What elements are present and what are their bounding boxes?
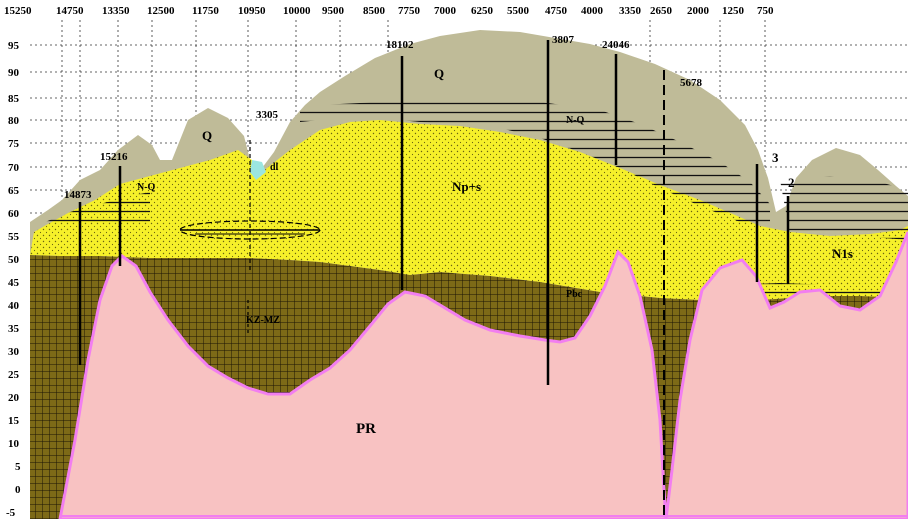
nq-hatch-right bbox=[780, 176, 908, 240]
dl-deposit-center bbox=[250, 160, 266, 180]
y-tick: 45 bbox=[8, 277, 20, 289]
y-tick: 25 bbox=[8, 369, 20, 381]
x-tick: 4750 bbox=[545, 5, 568, 17]
y-tick: 5 bbox=[15, 461, 21, 473]
x-tick: 10000 bbox=[283, 5, 311, 17]
y-tick: 30 bbox=[8, 346, 20, 358]
nq-hatch-center bbox=[300, 100, 770, 228]
y-tick: 55 bbox=[8, 231, 20, 243]
x-tick: 2650 bbox=[650, 5, 673, 17]
unit-nq-left: N-Q bbox=[137, 182, 156, 193]
x-tick: 9500 bbox=[322, 5, 345, 17]
x-tick: 11750 bbox=[192, 5, 219, 17]
y-tick: 70 bbox=[8, 162, 20, 174]
well-label-5678: 5678 bbox=[680, 77, 703, 89]
unit-q-top: Q bbox=[434, 66, 444, 81]
x-tick: 750 bbox=[757, 5, 774, 17]
pr-basement bbox=[58, 231, 908, 519]
unit-nq-right: N-Q bbox=[566, 115, 585, 126]
y-tick: 75 bbox=[8, 138, 20, 150]
well-label-14873: 14873 bbox=[64, 189, 92, 201]
unit-q-left: Q bbox=[202, 128, 212, 143]
y-tick: 15 bbox=[8, 415, 20, 427]
y-tick: 95 bbox=[8, 40, 20, 52]
y-tick: 40 bbox=[8, 300, 20, 312]
x-tick: 7750 bbox=[398, 5, 421, 17]
y-tick: 85 bbox=[8, 93, 20, 105]
y-tick: 80 bbox=[8, 115, 20, 127]
well-label-24046: 24046 bbox=[602, 39, 630, 51]
x-tick: 10950 bbox=[238, 5, 266, 17]
y-tick: 60 bbox=[8, 208, 20, 220]
well-label-3807: 3807 bbox=[552, 34, 575, 46]
x-tick: 12500 bbox=[147, 5, 175, 17]
unit-kzmz: KZ-MZ bbox=[246, 315, 280, 326]
unit-pr: PR bbox=[356, 421, 376, 437]
x-tick: 7000 bbox=[434, 5, 457, 17]
well-label-3305: 3305 bbox=[256, 109, 279, 121]
y-axis-ticks: 95 90 85 80 75 70 65 60 55 50 45 40 35 3… bbox=[6, 40, 21, 519]
well-label-2: 2 bbox=[788, 175, 795, 190]
unit-pbc: Pbc bbox=[566, 289, 583, 300]
x-tick: 5500 bbox=[507, 5, 530, 17]
y-tick: 0 bbox=[15, 484, 21, 496]
x-tick: 14750 bbox=[56, 5, 84, 17]
x-tick: 4000 bbox=[581, 5, 604, 17]
well-labels: 14873 15216 3305 18102 3807 24046 5678 3… bbox=[64, 34, 795, 201]
x-tick: 1250 bbox=[722, 5, 745, 17]
unit-nps: Np+s bbox=[452, 179, 481, 194]
unit-dl: dl bbox=[270, 162, 279, 173]
y-tick: 20 bbox=[8, 392, 20, 404]
unit-n1s: N1s bbox=[832, 246, 853, 261]
unit-labels: Q Q N-Q N-Q dl Np+s N1s Pbc KZ-MZ PR bbox=[137, 66, 853, 437]
y-tick: 35 bbox=[8, 323, 20, 335]
y-tick: -5 bbox=[6, 507, 16, 519]
x-tick: 15250 bbox=[4, 5, 32, 17]
well-label-18102: 18102 bbox=[386, 39, 414, 51]
wells bbox=[78, 40, 790, 385]
x-tick: 6250 bbox=[471, 5, 494, 17]
x-tick: 2000 bbox=[687, 5, 710, 17]
well-label-3: 3 bbox=[772, 150, 779, 165]
y-tick: 65 bbox=[8, 185, 20, 197]
nq-hatch-left bbox=[40, 192, 150, 226]
y-tick: 50 bbox=[8, 254, 20, 266]
x-axis-ticks: 15250 14750 13350 12500 11750 10950 1000… bbox=[4, 5, 774, 17]
x-tick: 3350 bbox=[619, 5, 642, 17]
x-tick: 8500 bbox=[363, 5, 386, 17]
well-label-15216: 15216 bbox=[100, 151, 128, 163]
y-tick: 10 bbox=[8, 438, 20, 450]
x-tick: 13350 bbox=[102, 5, 130, 17]
y-tick: 90 bbox=[8, 67, 20, 79]
